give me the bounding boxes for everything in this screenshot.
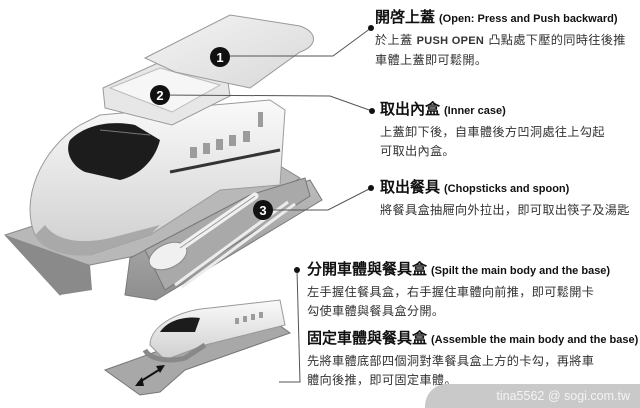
watermark: tina5562 @ sogi.com.tw (425, 384, 640, 408)
badge-3: 3 (253, 200, 273, 220)
callout-lines (157, 27, 373, 383)
svg-text:3: 3 (259, 203, 266, 218)
lid (143, 14, 314, 89)
step-description: 將餐具盒抽屜向外拉出，即可取出筷子及湯匙 (380, 203, 630, 217)
step-title: 取出餐具(Chopsticks and spoon) (380, 178, 570, 196)
assembled-train (103, 299, 292, 396)
step-inner-case: 取出內盒(Inner case) 上蓋卸下後，自車體後方凹洞處往上勾起 可取出內… (380, 100, 605, 161)
svg-text:1: 1 (216, 50, 223, 65)
svg-text:2: 2 (156, 88, 163, 103)
badge-1: 1 (210, 47, 230, 67)
step-open-lid: 開啓上蓋(Open: Press and Push backward) 於上蓋 … (375, 8, 626, 70)
step-utensils: 取出餐具(Chopsticks and spoon) 將餐具盒抽屜向外拉出，即可… (380, 178, 630, 220)
step-description: 於上蓋 PUSH OPEN 凸點處下壓的同時往後推 車體上蓋即可鬆開。 (375, 33, 626, 67)
badge-2: 2 (150, 85, 170, 105)
step-title: 分開車體與餐具盒(Spilt the main body and the bas… (307, 260, 611, 278)
train-body (29, 99, 286, 256)
step-description: 上蓋卸下後，自車體後方凹洞處往上勾起 可取出內盒。 (380, 125, 605, 158)
step-assemble-body: 固定車體與餐具盒(Assemble the main body and the … (307, 329, 638, 390)
step-description: 先將車體底部四個洞對準餐具盒上方的卡勾，再將車 體向後推，即可固定車體。 (307, 354, 595, 387)
step-title: 固定車體與餐具盒(Assemble the main body and the … (307, 329, 639, 347)
callout-dots (294, 25, 375, 273)
step-title: 取出內盒(Inner case) (380, 100, 506, 118)
step-description: 左手握住餐具盒，右手握住車體向前推，即可鬆開卡 勾使車體與餐具盒分開。 (307, 285, 595, 318)
step-separate-body: 分開車體與餐具盒(Spilt the main body and the bas… (307, 260, 610, 321)
step-title: 開啓上蓋(Open: Press and Push backward) (375, 8, 618, 26)
